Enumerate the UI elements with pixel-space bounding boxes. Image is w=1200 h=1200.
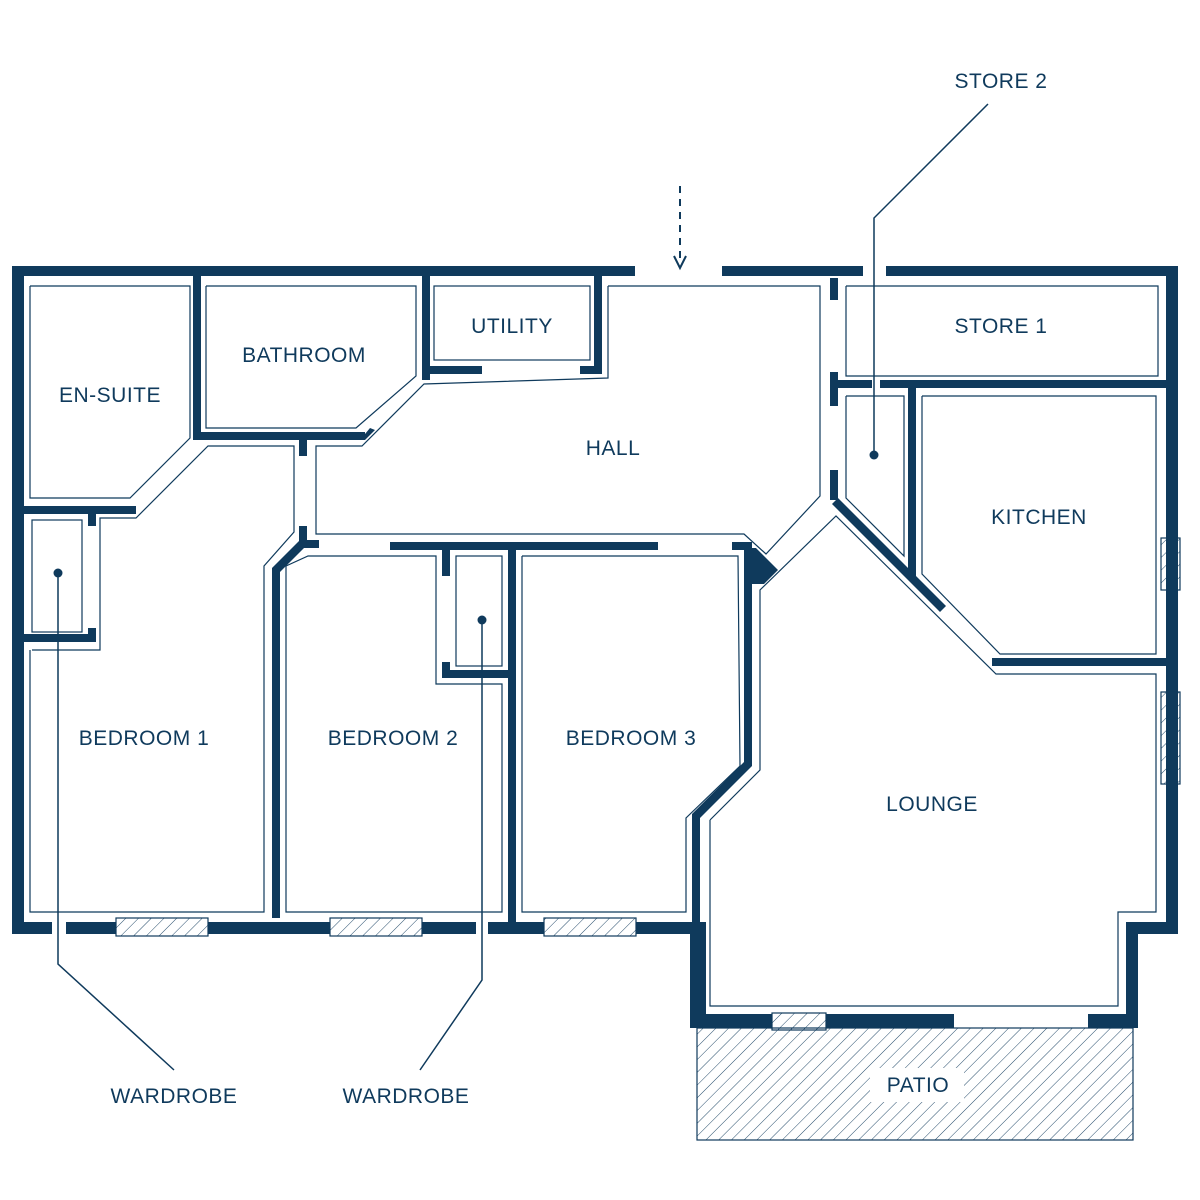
label-en-suite: EN-SUITE (59, 384, 161, 407)
label-wardrobe-center: WARDROBE (343, 1085, 470, 1108)
label-patio: PATIO (887, 1074, 949, 1097)
inner-outlines (29, 285, 1159, 1007)
label-bedroom-1: BEDROOM 1 (79, 727, 210, 750)
label-bedroom-3: BEDROOM 3 (566, 727, 697, 750)
wardrobe-center-marker (477, 615, 487, 625)
leader-lines (53, 103, 989, 1071)
entrance-arrow-icon (673, 186, 687, 271)
windows (115, 537, 1181, 1031)
room-labels: EN-SUITE BATHROOM UTILITY HALL STORE 1 K… (59, 70, 1087, 1108)
patio (696, 1027, 1134, 1141)
label-lounge: LOUNGE (886, 793, 978, 816)
store-2-marker (869, 450, 879, 460)
label-wardrobe-left: WARDROBE (111, 1085, 238, 1108)
label-bedroom-2: BEDROOM 2 (328, 727, 459, 750)
label-store-1: STORE 1 (955, 315, 1048, 338)
internal-walls (24, 276, 1166, 922)
label-utility: UTILITY (471, 315, 553, 338)
label-store-2: STORE 2 (955, 70, 1048, 93)
label-hall: HALL (586, 437, 641, 460)
wardrobe-left-marker (53, 568, 63, 578)
label-kitchen: KITCHEN (991, 506, 1087, 529)
label-bathroom: BATHROOM (242, 344, 366, 367)
